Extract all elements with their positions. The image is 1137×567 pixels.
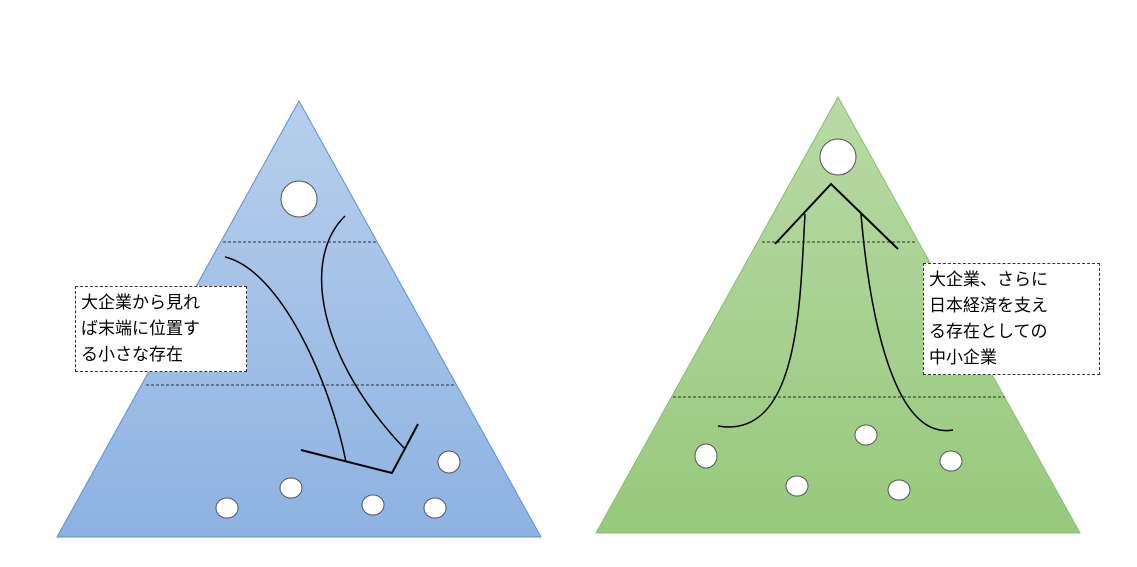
right-upward-curve-right	[860, 213, 954, 432]
left-callout-box: 大企業から見れ ば末端に位置す る小さな存在	[75, 286, 247, 372]
left-small-circle	[279, 477, 303, 499]
right-callout-line: る存在としての	[929, 322, 1048, 342]
left-top-circle	[280, 180, 318, 218]
left-small-circle	[215, 497, 239, 519]
right-callout-line: 中小企業	[929, 348, 997, 368]
right-small-circle	[939, 450, 963, 472]
left-callout-line: 大企業から見れ	[81, 293, 200, 313]
right-upward-curve-left	[717, 213, 806, 428]
left-arrowhead	[300, 423, 419, 475]
left-downward-curve-inner	[320, 215, 405, 449]
right-callout-box: 大企業、さらに 日本経済を支え る存在としての 中小企業	[923, 263, 1100, 375]
right-upward-arrowhead	[774, 182, 899, 250]
right-top-circle	[819, 138, 857, 176]
left-small-circle	[437, 450, 461, 474]
left-small-circle	[361, 494, 385, 516]
right-callout-line: 大企業、さらに	[929, 270, 1048, 290]
right-small-circle	[694, 443, 718, 469]
right-small-circle	[785, 475, 809, 497]
left-callout-line: る小さな存在	[81, 345, 183, 365]
right-small-circle	[887, 479, 911, 501]
right-small-circle	[854, 424, 878, 446]
left-callout-line: ば末端に位置す	[81, 319, 200, 339]
right-callout-line: 日本経済を支え	[929, 296, 1048, 316]
left-downward-curve-outer	[224, 256, 347, 463]
left-pyramid	[56, 99, 542, 538]
left-small-circle	[423, 497, 447, 519]
